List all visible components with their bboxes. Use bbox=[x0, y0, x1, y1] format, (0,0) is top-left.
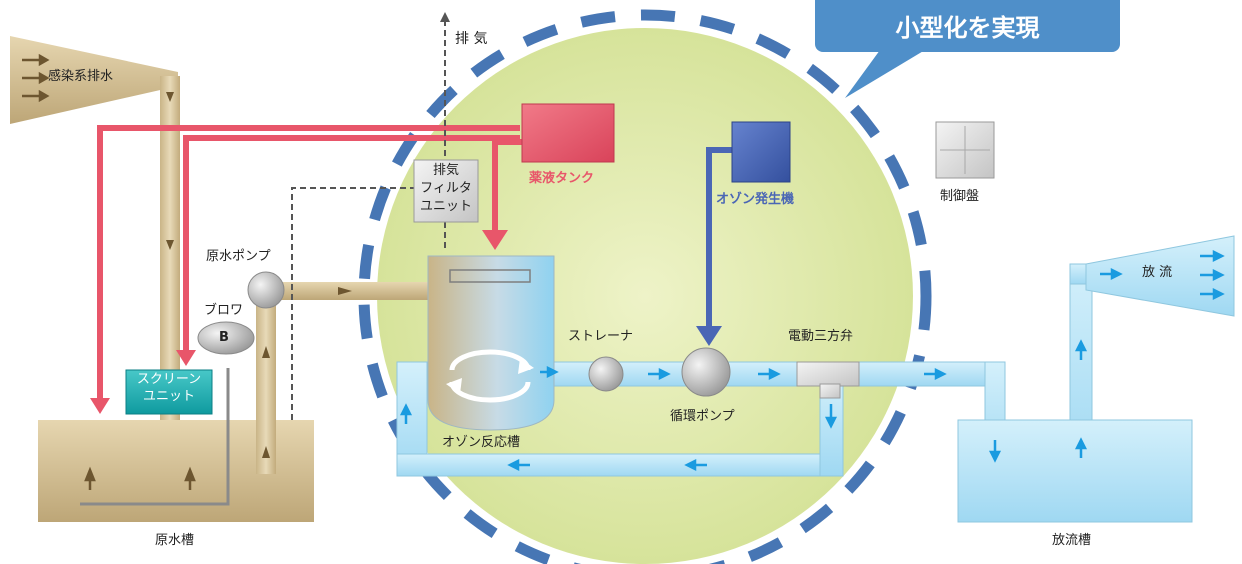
raw-water-down-pipe bbox=[160, 76, 180, 466]
circulation-pump-label: 循環ポンプ bbox=[670, 409, 735, 424]
ozone-line bbox=[706, 147, 738, 328]
exhaust-filter-label-line3: ユニット bbox=[419, 199, 472, 214]
chemical-arrow-1 bbox=[90, 398, 110, 414]
exhaust-filter-label-line2: フィルタ bbox=[420, 181, 472, 196]
flow-arrows bbox=[399, 249, 1225, 472]
chemical-arrow-3 bbox=[482, 230, 508, 250]
screen-unit-label-line1: スクリーン bbox=[136, 372, 202, 387]
discharge-label: 放 流 bbox=[1142, 265, 1173, 280]
ozone-arrow bbox=[696, 326, 722, 346]
three-way-valve-label: 電動三方弁 bbox=[788, 329, 854, 344]
strainer bbox=[588, 356, 624, 392]
infected-wastewater-label: 感染系排水 bbox=[48, 69, 114, 84]
mixing-arrowhead-2 bbox=[446, 378, 462, 394]
ozone-reactor-label: オゾン反応槽 bbox=[442, 435, 521, 450]
control-panel-label: 制御盤 bbox=[940, 189, 980, 204]
feed-arrow bbox=[338, 287, 352, 295]
ozone-generator bbox=[731, 121, 791, 183]
blower-label: ブロワ bbox=[204, 303, 244, 318]
riser-arrow-2 bbox=[262, 446, 270, 458]
mixing-arrowhead-1 bbox=[518, 358, 534, 374]
raw-water-tank-label: 原水槽 bbox=[155, 533, 195, 548]
tank-aeration-line bbox=[80, 368, 230, 506]
chemical-tank-label: 薬液タンク bbox=[529, 171, 595, 186]
exhaust-arrow bbox=[440, 12, 450, 22]
riser-arrow-1 bbox=[262, 346, 270, 358]
blower-mark: B bbox=[219, 330, 229, 345]
chemical-arrow-2 bbox=[176, 350, 196, 366]
callout-box: 小型化を実現 bbox=[815, 0, 1120, 52]
discharge-outlet-funnel bbox=[1085, 235, 1235, 317]
exhaust-filter-box bbox=[413, 159, 479, 223]
chemical-tank bbox=[521, 103, 615, 163]
tank-arrows bbox=[84, 466, 196, 490]
discharge-tank bbox=[957, 419, 1193, 523]
pump-riser-pipe bbox=[256, 296, 276, 474]
callout-text: 小型化を実現 bbox=[895, 14, 1040, 42]
screen-unit-box bbox=[125, 369, 213, 415]
reactor-diffuser bbox=[449, 269, 531, 283]
circulation-pump bbox=[681, 347, 731, 397]
callout-pointer bbox=[845, 50, 925, 98]
exhaust-filter-label-line1: 排気 bbox=[432, 163, 459, 178]
wastewater-inlet-funnel bbox=[10, 36, 178, 124]
discharge-tank-label: 放流槽 bbox=[1052, 533, 1092, 548]
inlet-arrows bbox=[22, 53, 50, 103]
raw-water-pump bbox=[247, 271, 285, 309]
exhaust-lines bbox=[291, 20, 446, 420]
screen-unit-label-line2: ユニット bbox=[142, 389, 195, 404]
compact-zone-dashed-border bbox=[358, 9, 932, 564]
three-way-valve bbox=[796, 361, 860, 399]
control-panel bbox=[935, 121, 995, 179]
strainer-label: ストレーナ bbox=[568, 329, 634, 344]
blower-body bbox=[197, 321, 255, 355]
raw-water-pump-label: 原水ポンプ bbox=[206, 249, 271, 264]
chemical-lines bbox=[97, 125, 532, 400]
ozone-generator-label: オゾン発生機 bbox=[716, 192, 795, 207]
exhaust-label: 排 気 bbox=[455, 31, 488, 47]
